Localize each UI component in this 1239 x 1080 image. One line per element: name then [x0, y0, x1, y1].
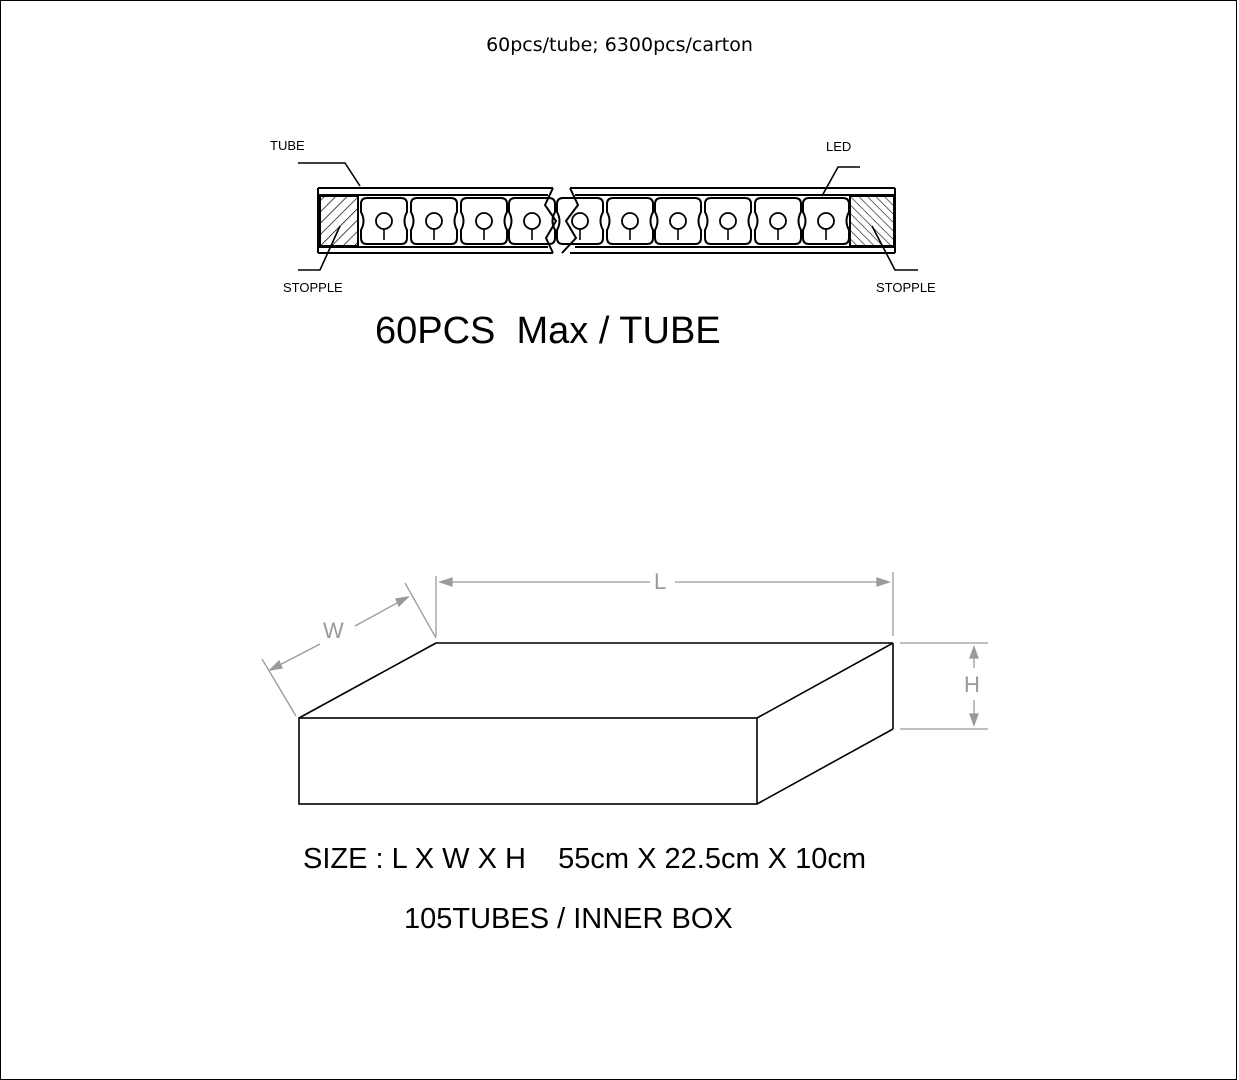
length-label: L — [654, 569, 667, 594]
stopple-left-label: STOPPLE — [283, 280, 343, 295]
led-cells — [360, 197, 850, 245]
tube-diagram — [298, 162, 918, 271]
width-label: W — [323, 618, 344, 643]
width-dimension — [261, 582, 437, 717]
tube-label: TUBE — [270, 138, 305, 153]
stopple-left — [319, 195, 359, 247]
stopple-right-leader — [871, 225, 918, 271]
led-cell — [360, 197, 408, 245]
length-dimension — [435, 572, 894, 636]
box-outline — [298, 642, 894, 805]
tube-leader-line — [298, 162, 361, 187]
stopple-right-label: STOPPLE — [876, 280, 936, 295]
led-cell — [460, 197, 508, 245]
stopple-right — [849, 195, 895, 247]
led-cell — [802, 197, 850, 245]
packing-caption: 60pcs/tube; 6300pcs/carton — [486, 34, 753, 56]
led-cell — [508, 197, 556, 245]
led-cell — [754, 197, 802, 245]
led-cell — [606, 197, 654, 245]
tubes-per-box: 105TUBES / INNER BOX — [404, 903, 733, 935]
led-cell — [654, 197, 702, 245]
box-diagram — [261, 572, 988, 805]
led-cell — [556, 197, 604, 245]
led-leader-line — [821, 166, 860, 197]
led-cell — [410, 197, 458, 245]
led-cell — [704, 197, 752, 245]
led-label: LED — [826, 139, 852, 154]
box-size: SIZE : L X W X H 55cm X 22.5cm X 10cm — [303, 843, 866, 875]
height-dimension — [900, 642, 988, 730]
height-label: H — [964, 672, 980, 697]
tube-capacity: 60PCS Max / TUBE — [375, 310, 721, 352]
stopple-left-leader — [298, 225, 341, 271]
